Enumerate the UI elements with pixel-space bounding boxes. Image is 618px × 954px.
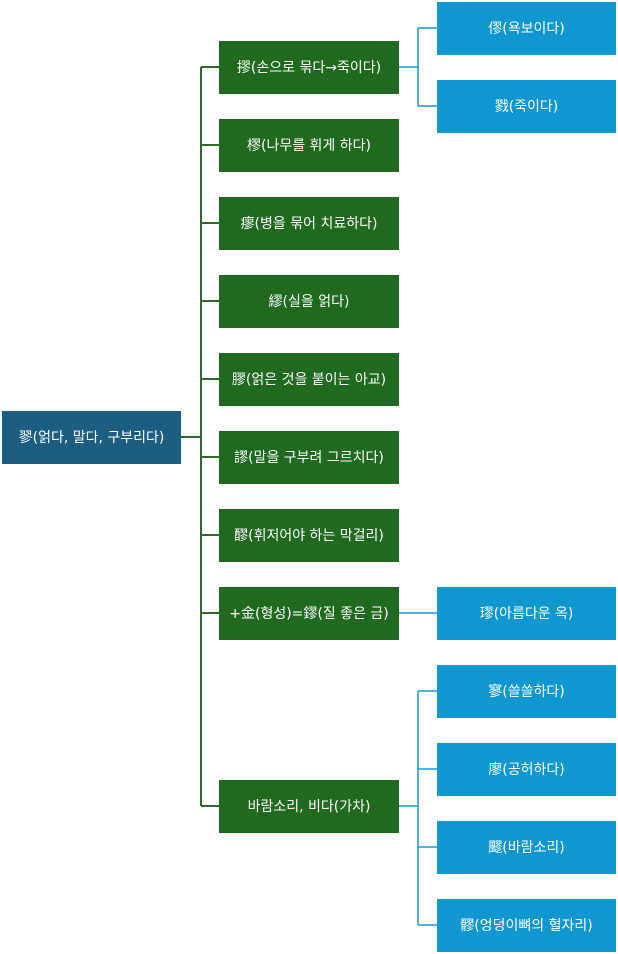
leaf-node-6: 飂(바람소리) [437,821,616,874]
branch-node-2: 樛(나무를 휘게 하다) [219,119,399,172]
branch-node-6: 謬(말을 구부려 그르치다) [219,431,399,484]
leaf-node-2: 戮(죽이다) [437,80,616,133]
root-node: 翏(얽다, 말다, 구부리다) [2,411,181,464]
branch-node-4: 繆(실을 얽다) [219,275,399,328]
branch-node-7: 醪(휘저어야 하는 막걸리) [219,509,399,562]
leaf-node-4: 寥(쓸쓸하다) [437,665,616,718]
branch-node-5: 膠(얽은 것을 붙이는 아교) [219,353,399,406]
branch-node-3: 瘳(병을 묶어 치료하다) [219,197,399,250]
branch-node-1: 摎(손으로 묶다→죽이다) [219,41,399,94]
branch-node-9: 바람소리, 비다(가차) [219,780,399,833]
leaf-node-3: 璆(아름다운 옥) [437,587,616,640]
branch-node-8: +金(형성)=鏐(질 좋은 금) [219,587,399,640]
leaf-node-1: 僇(욕보이다) [437,2,616,55]
leaf-node-7: 髎(엉덩이뼈의 혈자리) [437,899,616,952]
leaf-node-5: 廖(공허하다) [437,743,616,796]
